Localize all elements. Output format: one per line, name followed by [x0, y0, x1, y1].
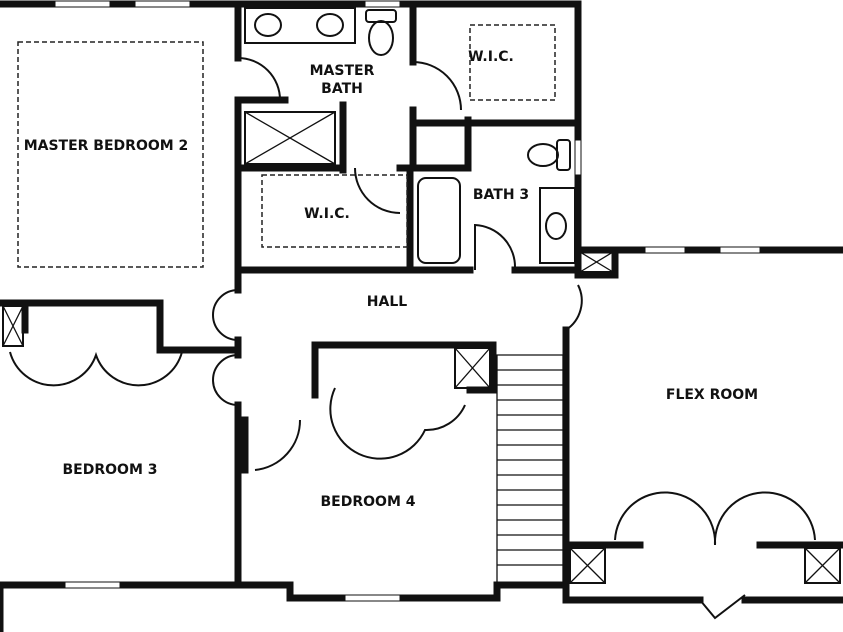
sink-icon	[254, 13, 282, 37]
room-label-wic-upper: W.I.C.	[468, 49, 514, 65]
room-label-bedroom-4: BEDROOM 4	[321, 494, 416, 510]
room-label-master-bath-2: BATH	[321, 81, 363, 97]
room-label-hall: HALL	[367, 294, 407, 310]
fixtures	[2, 7, 841, 586]
bathtub-icon	[417, 177, 461, 264]
doors	[9, 57, 816, 620]
room-label-bedroom-3: BEDROOM 3	[63, 462, 158, 478]
room-label-bath-3: BATH 3	[473, 187, 529, 203]
windows	[54, 0, 761, 602]
toilet-icon	[527, 143, 559, 167]
sink-icon	[545, 212, 567, 240]
stairs	[497, 369, 563, 566]
sink-icon	[316, 13, 344, 37]
room-label-flex-room: FLEX ROOM	[666, 387, 758, 403]
shower-icon	[244, 111, 336, 165]
room-labels: MASTER BEDROOM 2 MASTER BATH W.I.C. W.I.…	[17, 41, 758, 510]
room-label-master-bedroom-2: MASTER BEDROOM 2	[24, 138, 189, 154]
room-label-wic-lower: W.I.C.	[304, 206, 350, 222]
room-label-master-bath: MASTER	[310, 63, 375, 79]
